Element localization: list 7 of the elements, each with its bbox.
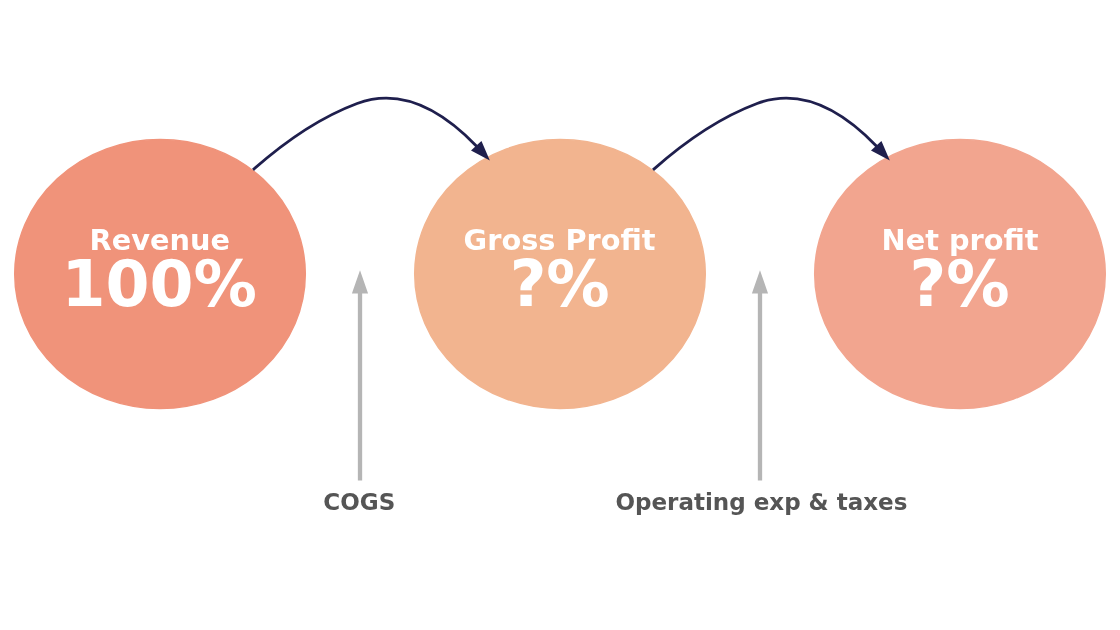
node-text: COGS (323, 489, 396, 516)
arrow (652, 96, 890, 171)
arrow (751, 270, 769, 481)
node-text: Operating exp & taxes (615, 489, 908, 516)
arrow (351, 270, 369, 481)
node-circle: Revenue 100% (13, 138, 307, 410)
arrow (252, 96, 490, 171)
